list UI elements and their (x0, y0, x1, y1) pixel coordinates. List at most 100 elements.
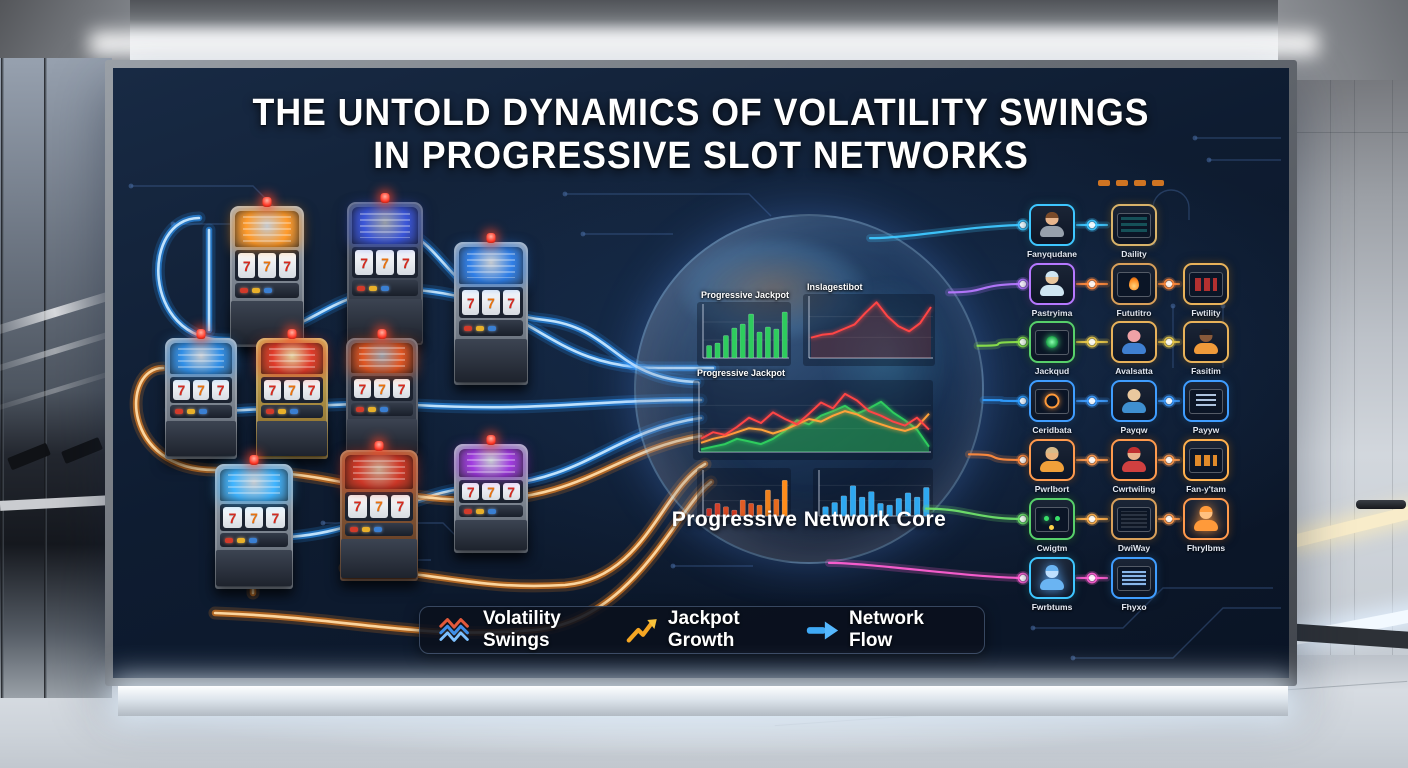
chart-title: Inslagestibot (807, 282, 863, 292)
device-node (1029, 498, 1075, 540)
node-label: DwiWay (1117, 543, 1151, 553)
node-label: Cwigtm (1036, 543, 1068, 553)
slot-reel: 7 (264, 380, 281, 401)
legend-bar: Volatility Swings Jackpot Growth Network… (419, 606, 985, 654)
chart-canvas (808, 296, 933, 359)
avatar-body (1122, 461, 1146, 472)
avatar-body (1040, 461, 1064, 472)
chart-payout-bars (697, 468, 791, 524)
slot-reel: 7 (258, 253, 276, 279)
poster-title-line1: THE UNTOLD DYNAMICS OF VOLATILITY SWINGS (252, 92, 1150, 134)
legend-label: Volatility Swings (483, 608, 561, 651)
node-label: Pastryima (1031, 308, 1073, 318)
slot-button-panel (261, 405, 323, 419)
avatar-head (1127, 389, 1141, 401)
slot-marquee-screen (459, 449, 523, 477)
slot-button (488, 508, 497, 514)
device-screen-icon (1117, 271, 1151, 297)
slot-button (264, 288, 273, 294)
node-label: Fan-y'tam (1186, 484, 1226, 494)
device-screen-content (1122, 570, 1146, 586)
legend-item-network: Network Flow (804, 608, 966, 652)
avatar-icon (1121, 388, 1147, 414)
slot-marquee-screen (170, 343, 232, 375)
avatar-body (1040, 285, 1064, 296)
glass-partition (0, 58, 129, 698)
slot-reel: 7 (462, 482, 480, 501)
legend-item-jackpot: Jackpot Growth (625, 608, 804, 652)
avatar-head (1045, 272, 1059, 284)
slot-button-panel (345, 522, 413, 537)
slot-marquee-screen (235, 211, 299, 248)
slot-button (290, 409, 299, 415)
avatar-head (1199, 330, 1213, 342)
avatar-head (1199, 507, 1213, 519)
chart-title: Progressive Jackpot (697, 368, 786, 378)
chart-flow-bars (813, 468, 933, 524)
slot-reel: 7 (212, 380, 229, 401)
slot-button (464, 508, 473, 514)
device-screen-icon (1035, 388, 1069, 414)
chart-core-multiline: Progressive Jackpot (693, 368, 933, 460)
device-screen-content (1039, 511, 1065, 528)
avatar-head (1127, 448, 1141, 460)
slot-base (455, 519, 527, 550)
jackpot-arrow-icon (626, 619, 657, 643)
device-screen-icon (1035, 329, 1069, 355)
slot-base (216, 549, 292, 586)
slot-marquee-screen (220, 469, 288, 502)
slot-button (374, 526, 383, 532)
reflected-counter (0, 495, 113, 511)
chart-canvas (818, 470, 931, 517)
avatar-icon (1039, 212, 1065, 238)
avatar-head (1045, 566, 1059, 578)
beacon-light-icon (249, 455, 259, 465)
slot-button (225, 537, 234, 543)
slot-reel: 7 (376, 249, 394, 276)
volatility-zigzag-icon (439, 618, 469, 642)
avatar-body (1122, 402, 1146, 413)
beacon-light-icon (380, 193, 390, 203)
slot-base (166, 421, 236, 456)
slot-button-panel (459, 505, 523, 517)
avatar-icon (1193, 329, 1219, 355)
slot-button-panel (235, 283, 299, 299)
slot-reel: 7 (482, 289, 500, 316)
node-label: Pwrlbort (1034, 484, 1070, 494)
slot-marquee-screen (261, 343, 323, 375)
slot-base (455, 338, 527, 382)
player-avatar-node (1029, 557, 1075, 599)
slot-base (341, 539, 417, 578)
chart-title: Progressive Jackpot (701, 290, 790, 300)
slot-button-panel (170, 405, 232, 419)
slot-button (199, 409, 208, 415)
slot-reel: 7 (173, 380, 190, 401)
slot-button (476, 325, 485, 331)
node-label: Jackqud (1034, 366, 1070, 376)
node-label: Fhyxo (1121, 602, 1147, 612)
player-avatar-node (1183, 321, 1229, 363)
device-node (1183, 439, 1229, 481)
slot-button (368, 407, 377, 413)
avatar-icon (1193, 506, 1219, 532)
slot-button (278, 409, 287, 415)
device-screen-content (1121, 510, 1147, 528)
beacon-light-icon (486, 435, 496, 445)
slot-button (187, 409, 196, 415)
slot-reel: 7 (303, 380, 320, 401)
slot-reel: 7 (348, 494, 367, 518)
slot-button (356, 407, 365, 413)
screen-plinth (118, 686, 1288, 716)
